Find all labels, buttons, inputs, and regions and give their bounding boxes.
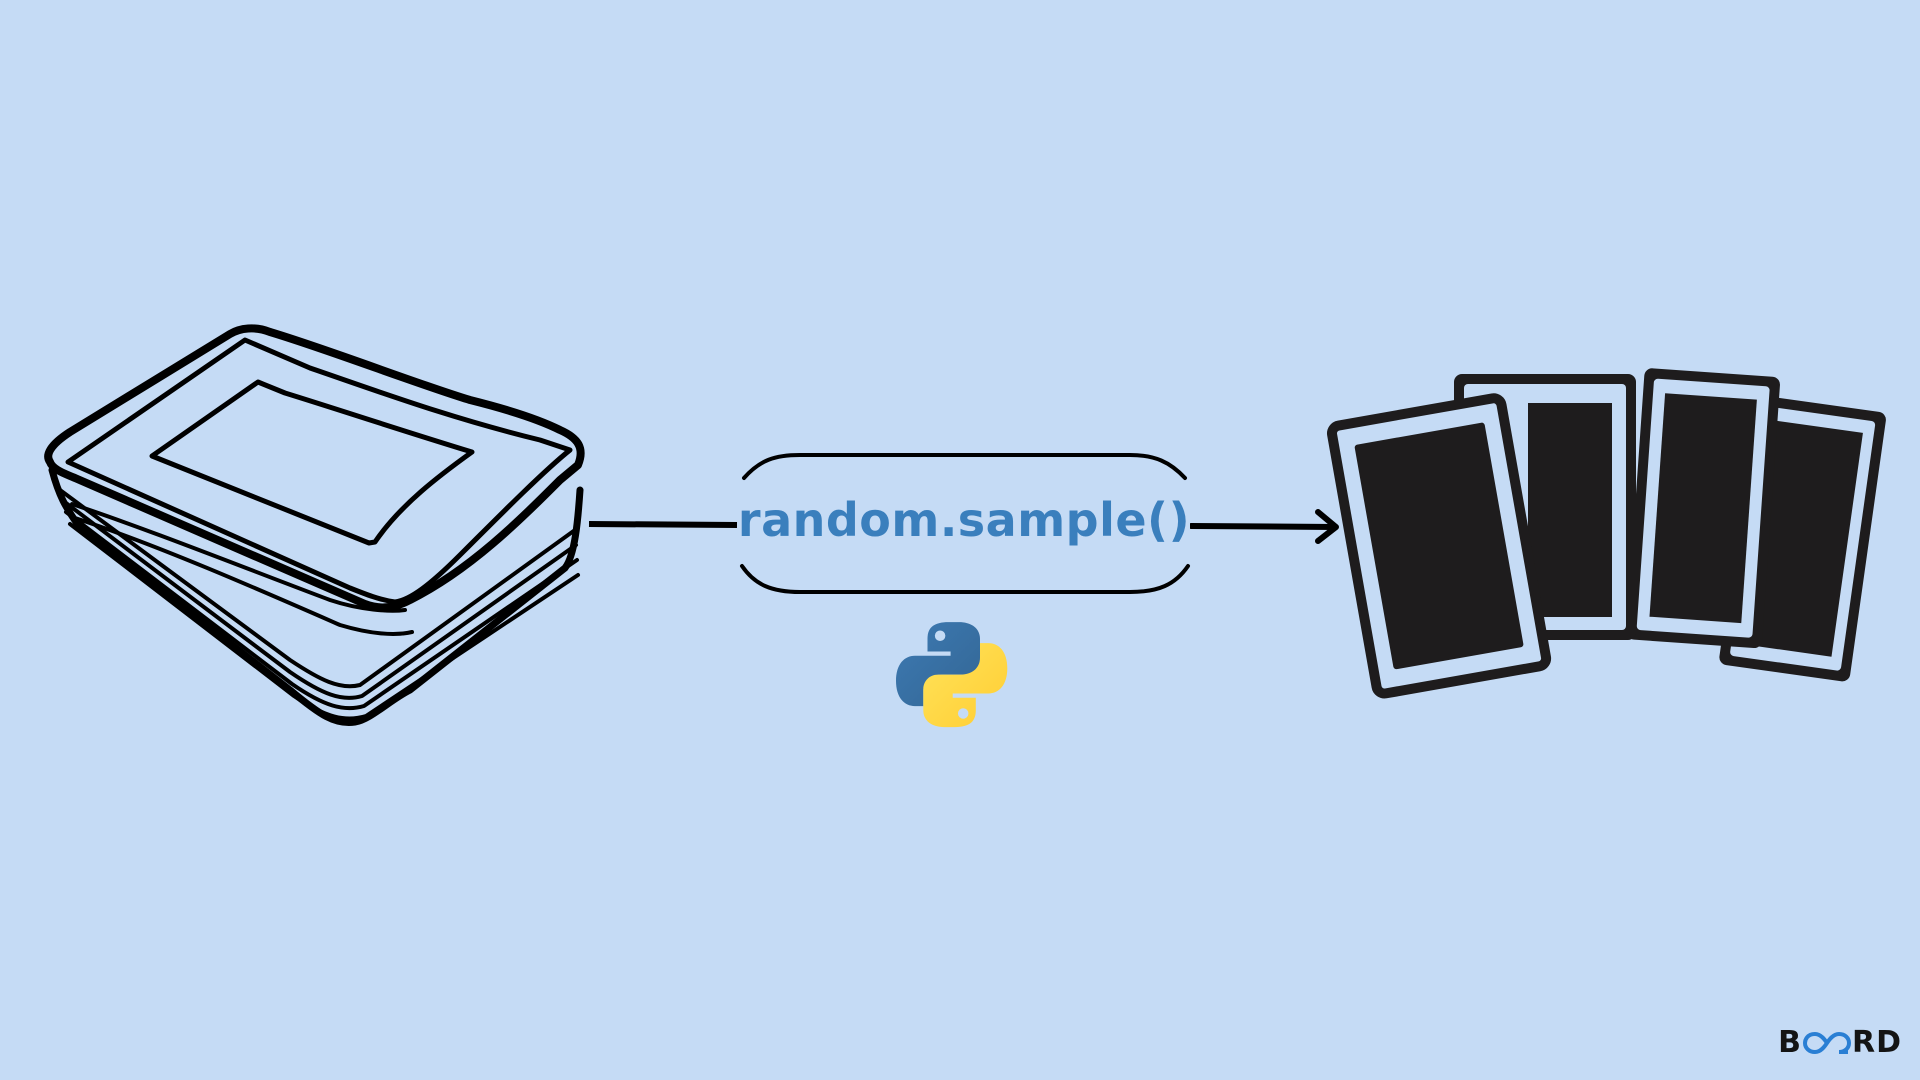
python-logo-icon	[896, 622, 1008, 728]
brand-suffix: RD	[1851, 1025, 1902, 1060]
card-deck-icon	[44, 324, 585, 727]
brand-prefix: B	[1778, 1025, 1802, 1060]
infinity-icon	[1802, 1031, 1851, 1054]
card-3	[1626, 368, 1780, 649]
function-box	[740, 453, 1190, 594]
flow-line-in	[588, 521, 738, 528]
fanned-cards-icon	[1326, 368, 1886, 699]
card-1	[1326, 393, 1552, 699]
function-label: random.sample()	[738, 490, 1190, 550]
flow-arrow-out	[1188, 509, 1339, 544]
brand-logo: B RD	[1778, 1025, 1902, 1060]
